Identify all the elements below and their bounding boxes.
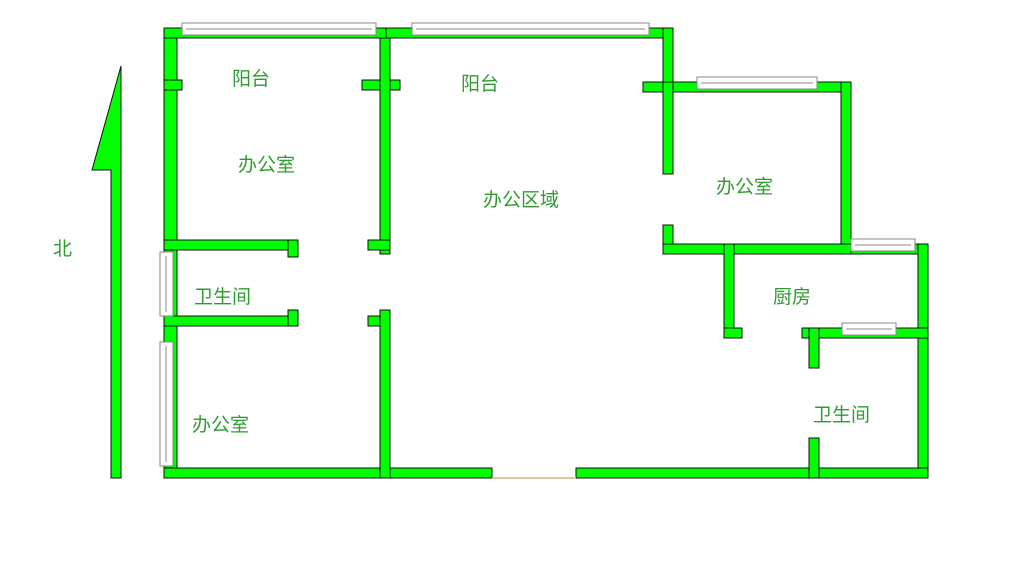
room-label-office-lower-left: 办公室 [192,414,250,436]
room-label-bathroom-left: 卫生间 [194,286,252,308]
wall-kitchen-west [723,243,735,339]
wall-center-right-upper [662,27,674,91]
wall-bathroom-top-stub [808,327,820,369]
window-bathroom-right [841,322,897,336]
wall-office-bath-divider [163,239,299,251]
wall-office-right-east [840,81,852,255]
wall-office-left-partition [379,37,391,255]
window-balcony-center [411,22,650,36]
window-office-right [696,76,818,90]
room-label-balcony-left: 阳台 [232,68,271,90]
room-label-balcony-center: 阳台 [461,73,500,95]
wall-balcony-left-stub [163,79,183,91]
wall-bath-office-return [287,309,299,327]
wall-kitchen-west-stub [723,327,743,339]
north-arrow-icon [91,65,122,479]
wall-bottom-left [163,467,493,479]
windows [159,22,916,467]
window-office-lower-left [159,341,174,467]
room-label-office-area: 办公区域 [483,189,560,211]
room-label-office-upper-left: 办公室 [238,154,296,176]
window-balcony-left [181,22,377,36]
wall-office-bath-return [287,239,299,258]
wall-office-right-bottom [662,243,852,255]
room-label-office-right: 办公室 [716,176,774,198]
window-bathroom-left [159,251,174,317]
wall-office-left-door-stub [367,239,391,251]
wall-office-right-west [662,81,674,175]
wall-east-outer [917,243,929,479]
room-label-kitchen: 厨房 [773,286,812,308]
wall-bath-office-divider [163,315,299,327]
room-label-bathroom-right: 卫生间 [813,404,871,426]
wall-bathroom-west-lower [808,437,820,479]
compass-label: 北 [53,238,73,260]
wall-bottom-right [575,467,929,479]
wall-lower-office-partition [379,309,391,479]
window-kitchen [850,238,916,252]
